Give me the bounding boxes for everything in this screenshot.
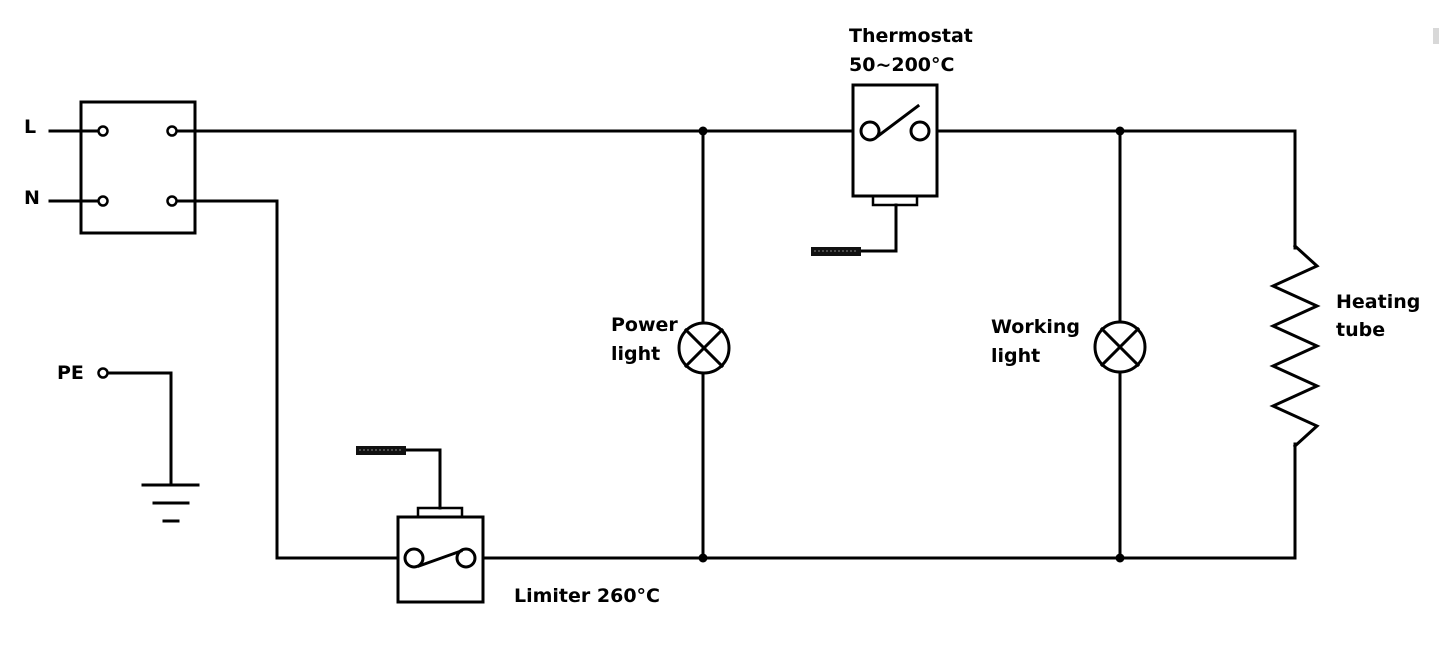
limiter: [356, 446, 485, 604]
switch-closed-icon: [417, 549, 463, 568]
heating-tube-label-2: tube: [1336, 319, 1385, 341]
label-neutral: N: [24, 187, 40, 209]
terminal-pe: [97, 367, 109, 379]
terminal-l-out: [166, 125, 178, 137]
thermostat: [811, 83, 939, 256]
neutral-wire: [175, 199, 1297, 560]
switch-open-icon: [875, 103, 921, 139]
label-live: L: [24, 116, 36, 138]
thermostat-label: Thermostat: [849, 25, 973, 47]
working-light: [1093, 129, 1147, 560]
working-light-label-2: light: [991, 345, 1040, 367]
terminal-block: [48, 100, 197, 235]
label-earth: PE: [57, 362, 84, 384]
power-light-label: Power: [611, 314, 678, 336]
corner-artifact: [1433, 28, 1439, 44]
power-light: [677, 129, 731, 560]
terminal-n-out: [166, 195, 178, 207]
heating-tube-label: Heating: [1336, 291, 1420, 313]
working-light-label: Working: [991, 316, 1080, 338]
thermostat-range: 50~200°C: [849, 54, 954, 76]
terminal-l-in: [97, 125, 109, 137]
terminal-n-in: [97, 195, 109, 207]
heating-tube-resistor-icon: [1269, 243, 1321, 449]
live-wire: [175, 129, 1297, 250]
limiter-label: Limiter 260°C: [514, 585, 660, 607]
power-light-label-2: light: [611, 343, 660, 365]
earth-ground: [97, 367, 200, 523]
